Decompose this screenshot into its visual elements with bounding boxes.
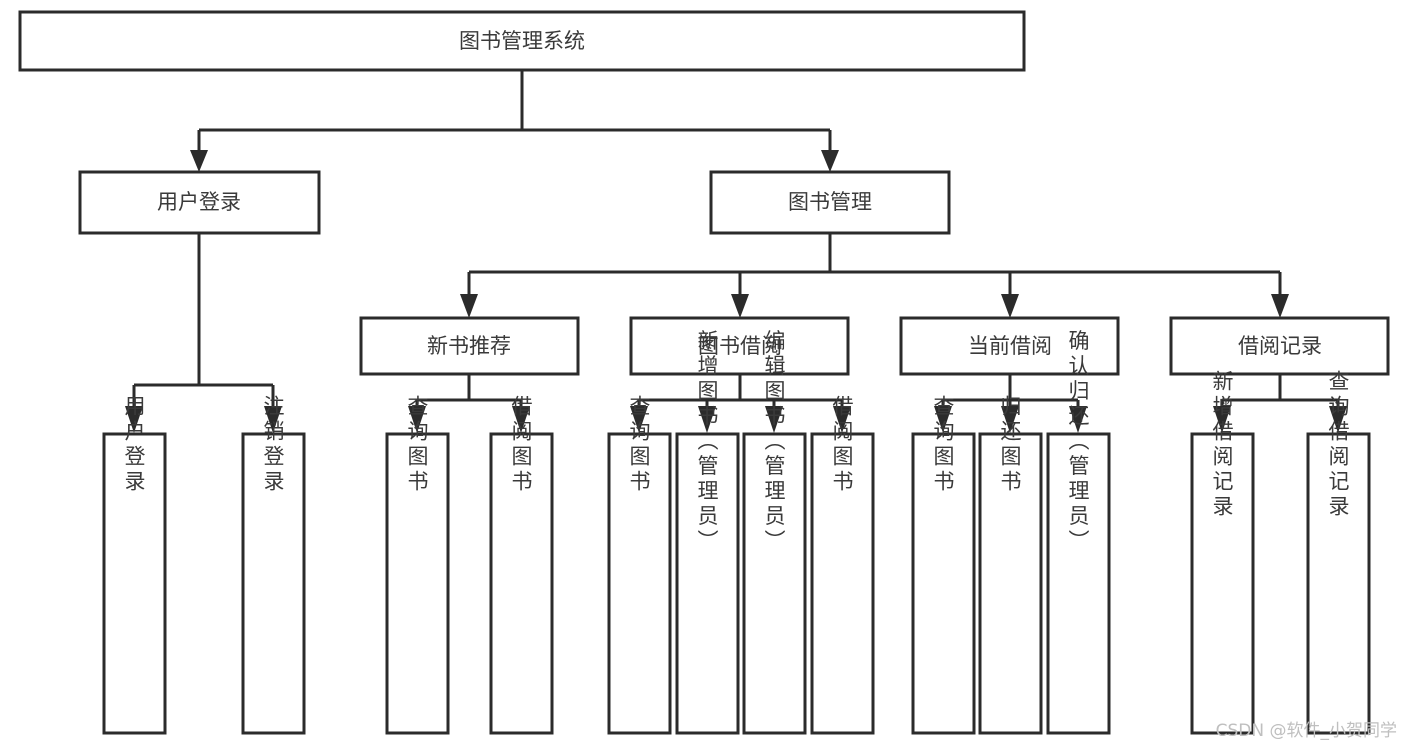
node-book-management-label: 图书管理	[788, 190, 872, 214]
leaf-node-currentborrow-query-book[interactable]: 查询图书	[911, 395, 976, 735]
leaf-node-user-logout[interactable]: 注销登录	[241, 395, 306, 735]
node-borrow-record-box	[1169, 316, 1390, 376]
node-current-borrow-box	[899, 316, 1120, 376]
arrow-leaf-currentborrow-3	[1069, 406, 1087, 433]
arrow-leaf-newbook-2	[512, 406, 530, 433]
leaf-bookborrow-edit-box	[742, 432, 807, 735]
leaf-currentborrow-confirm-label: 确认归还（管理员）	[1066, 330, 1090, 555]
leaf-user-logout-label: 注销登录	[261, 395, 285, 495]
node-root-box	[18, 10, 1026, 72]
leaf-borrowrecord-query-label: 查询借阅记录	[1326, 370, 1350, 520]
node-book-management[interactable]: 图书管理	[709, 170, 951, 235]
leaf-node-user-login-1[interactable]: 用户登录	[102, 395, 167, 735]
arrow-to-new-book	[460, 294, 478, 318]
leaf-node-currentborrow-confirm-return[interactable]: 确认归还（管理员）	[1046, 330, 1111, 735]
leaf-newbook-query-box	[385, 432, 450, 735]
node-user-login-box	[78, 170, 321, 235]
leaf-currentborrow-return-box	[978, 432, 1043, 735]
arrow-leaf-user-login-2	[264, 406, 282, 433]
node-book-borrow[interactable]: 图书借阅	[629, 316, 850, 376]
leaf-node-bookborrow-borrow-book[interactable]: 借阅图书	[810, 395, 875, 735]
arrow-to-borrow-record	[1271, 294, 1289, 318]
leaf-node-currentborrow-return-book[interactable]: 归还图书	[978, 395, 1043, 735]
leaf-node-newbook-borrow-book[interactable]: 借阅图书	[489, 395, 554, 735]
leaf-node-bookborrow-edit-book[interactable]: 编辑图书（管理员）	[742, 330, 807, 735]
leaf-bookborrow-add-label: 新增图书（管理员）	[695, 330, 719, 555]
node-current-borrow-label: 当前借阅	[968, 334, 1052, 358]
node-user-login-label: 用户登录	[157, 190, 241, 214]
arrow-leaf-bookborrow-1	[630, 406, 648, 433]
arrow-leaf-newbook-1	[408, 406, 426, 433]
arrow-to-current-borrow	[1001, 294, 1019, 318]
node-new-book-recommend[interactable]: 新书推荐	[359, 316, 580, 376]
leaf-currentborrow-return-label: 归还图书	[998, 395, 1022, 495]
csdn-watermark: CSDN @软件_小贺同学	[1215, 721, 1397, 741]
leaf-currentborrow-confirm-box	[1046, 432, 1111, 735]
node-book-borrow-label: 图书借阅	[698, 334, 782, 358]
arrow-leaf-user-login-1	[125, 406, 143, 433]
node-root-label: 图书管理系统	[459, 29, 585, 53]
leaf-bookborrow-query-box	[607, 432, 672, 735]
node-new-book-recommend-box	[359, 316, 580, 376]
leaf-user-login-1-label: 用户登录	[122, 395, 146, 495]
arrow-leaf-currentborrow-1	[934, 406, 952, 433]
leaf-newbook-borrow-label: 借阅图书	[509, 395, 533, 495]
leaf-bookborrow-query-label: 查询图书	[627, 395, 651, 495]
leaf-borrowrecord-query-box	[1306, 432, 1371, 735]
node-current-borrow[interactable]: 当前借阅	[899, 316, 1120, 376]
leaf-user-login-1-box	[102, 432, 167, 735]
node-new-book-recommend-label: 新书推荐	[427, 334, 511, 358]
arrow-leaf-bookborrow-3	[765, 406, 783, 433]
arrow-leaf-bookborrow-2	[698, 406, 716, 433]
arrow-leaf-bookborrow-4	[833, 406, 851, 433]
leaf-node-bookborrow-add-book[interactable]: 新增图书（管理员）	[675, 330, 740, 735]
arrow-leaf-borrowrecord-1	[1213, 406, 1231, 433]
leaf-currentborrow-query-box	[911, 432, 976, 735]
leaf-newbook-borrow-box	[489, 432, 554, 735]
node-book-management-box	[709, 170, 951, 235]
leaf-bookborrow-add-box	[675, 432, 740, 735]
node-borrow-record-label: 借阅记录	[1238, 334, 1322, 358]
leaf-bookborrow-edit-label: 编辑图书（管理员）	[762, 330, 786, 555]
node-borrow-record[interactable]: 借阅记录	[1169, 316, 1390, 376]
leaf-user-logout-box	[241, 432, 306, 735]
leaf-bookborrow-borrow-box	[810, 432, 875, 735]
arrow-to-book-mgmt	[821, 150, 839, 172]
leaf-borrowrecord-add-label: 新增借阅记录	[1210, 370, 1234, 520]
leaf-node-borrowrecord-query-record[interactable]: 查询借阅记录	[1306, 370, 1371, 735]
leaf-borrowrecord-add-box	[1190, 432, 1255, 735]
arrow-leaf-borrowrecord-2	[1329, 406, 1347, 433]
node-user-login[interactable]: 用户登录	[78, 170, 321, 235]
leaf-node-borrowrecord-add-record[interactable]: 新增借阅记录	[1190, 370, 1255, 735]
node-root[interactable]: 图书管理系统	[18, 10, 1026, 72]
node-book-borrow-box	[629, 316, 850, 376]
leaf-node-bookborrow-query-book[interactable]: 查询图书	[607, 395, 672, 735]
leaf-currentborrow-query-label: 查询图书	[931, 395, 955, 495]
arrow-leaf-currentborrow-2	[1001, 406, 1019, 433]
arrow-to-user-login	[190, 150, 208, 172]
leaf-node-newbook-query-book[interactable]: 查询图书	[385, 395, 450, 735]
leaf-bookborrow-borrow-label: 借阅图书	[830, 395, 854, 495]
leaf-newbook-query-label: 查询图书	[405, 395, 429, 495]
connector-layer	[125, 70, 1347, 433]
arrow-to-book-borrow	[731, 294, 749, 318]
